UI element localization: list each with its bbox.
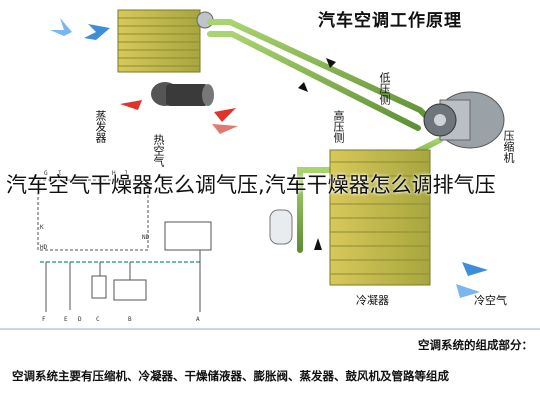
schem-c: C [96, 316, 100, 323]
schem-f: F [42, 316, 46, 323]
label-condenser: 冷凝器 [356, 294, 389, 307]
schematic [37, 179, 212, 312]
divider [0, 328, 540, 330]
diagram-title: 汽车空调工作原理 [318, 11, 462, 31]
schem-h: H [112, 170, 116, 177]
schem-hd: HD [40, 244, 48, 251]
label-cold-air: 冷空气 [474, 294, 507, 307]
air-arrows [50, 18, 488, 298]
schem-i: I [58, 170, 62, 177]
schem-b: B [128, 316, 132, 323]
label-compressor: 压缩机 [502, 130, 515, 163]
blower [151, 82, 214, 106]
receiver-drier [269, 209, 293, 245]
condenser-coil [329, 149, 431, 286]
label-hot-air: 热空气 [152, 134, 165, 167]
evaporator-coil [117, 9, 201, 73]
label-low-pressure: 低压侧 [378, 72, 391, 105]
schem-g: G [44, 170, 48, 177]
schem-e: E [64, 316, 68, 323]
compressor [423, 91, 505, 149]
label-high-pressure: 高压侧 [332, 110, 345, 143]
schem-j: J [124, 170, 128, 177]
schem-a: A [196, 316, 200, 323]
overlay-caption: 汽车空气干燥器怎么调气压,汽车干燥器怎么调排气压 [6, 173, 496, 197]
schem-k: K [40, 224, 44, 231]
schem-nd: ND [142, 234, 150, 241]
flow-arrows [298, 58, 336, 250]
schem-d: D [78, 316, 82, 323]
footer-heading: 空调系统的组成部分： [418, 338, 533, 352]
footer-body: 空调系统主要有压缩机、冷凝器、干燥储液器、膨胀阀、蒸发器、鼓风机及管路等组成 [12, 369, 449, 383]
label-evaporator: 蒸发器 [94, 110, 107, 143]
